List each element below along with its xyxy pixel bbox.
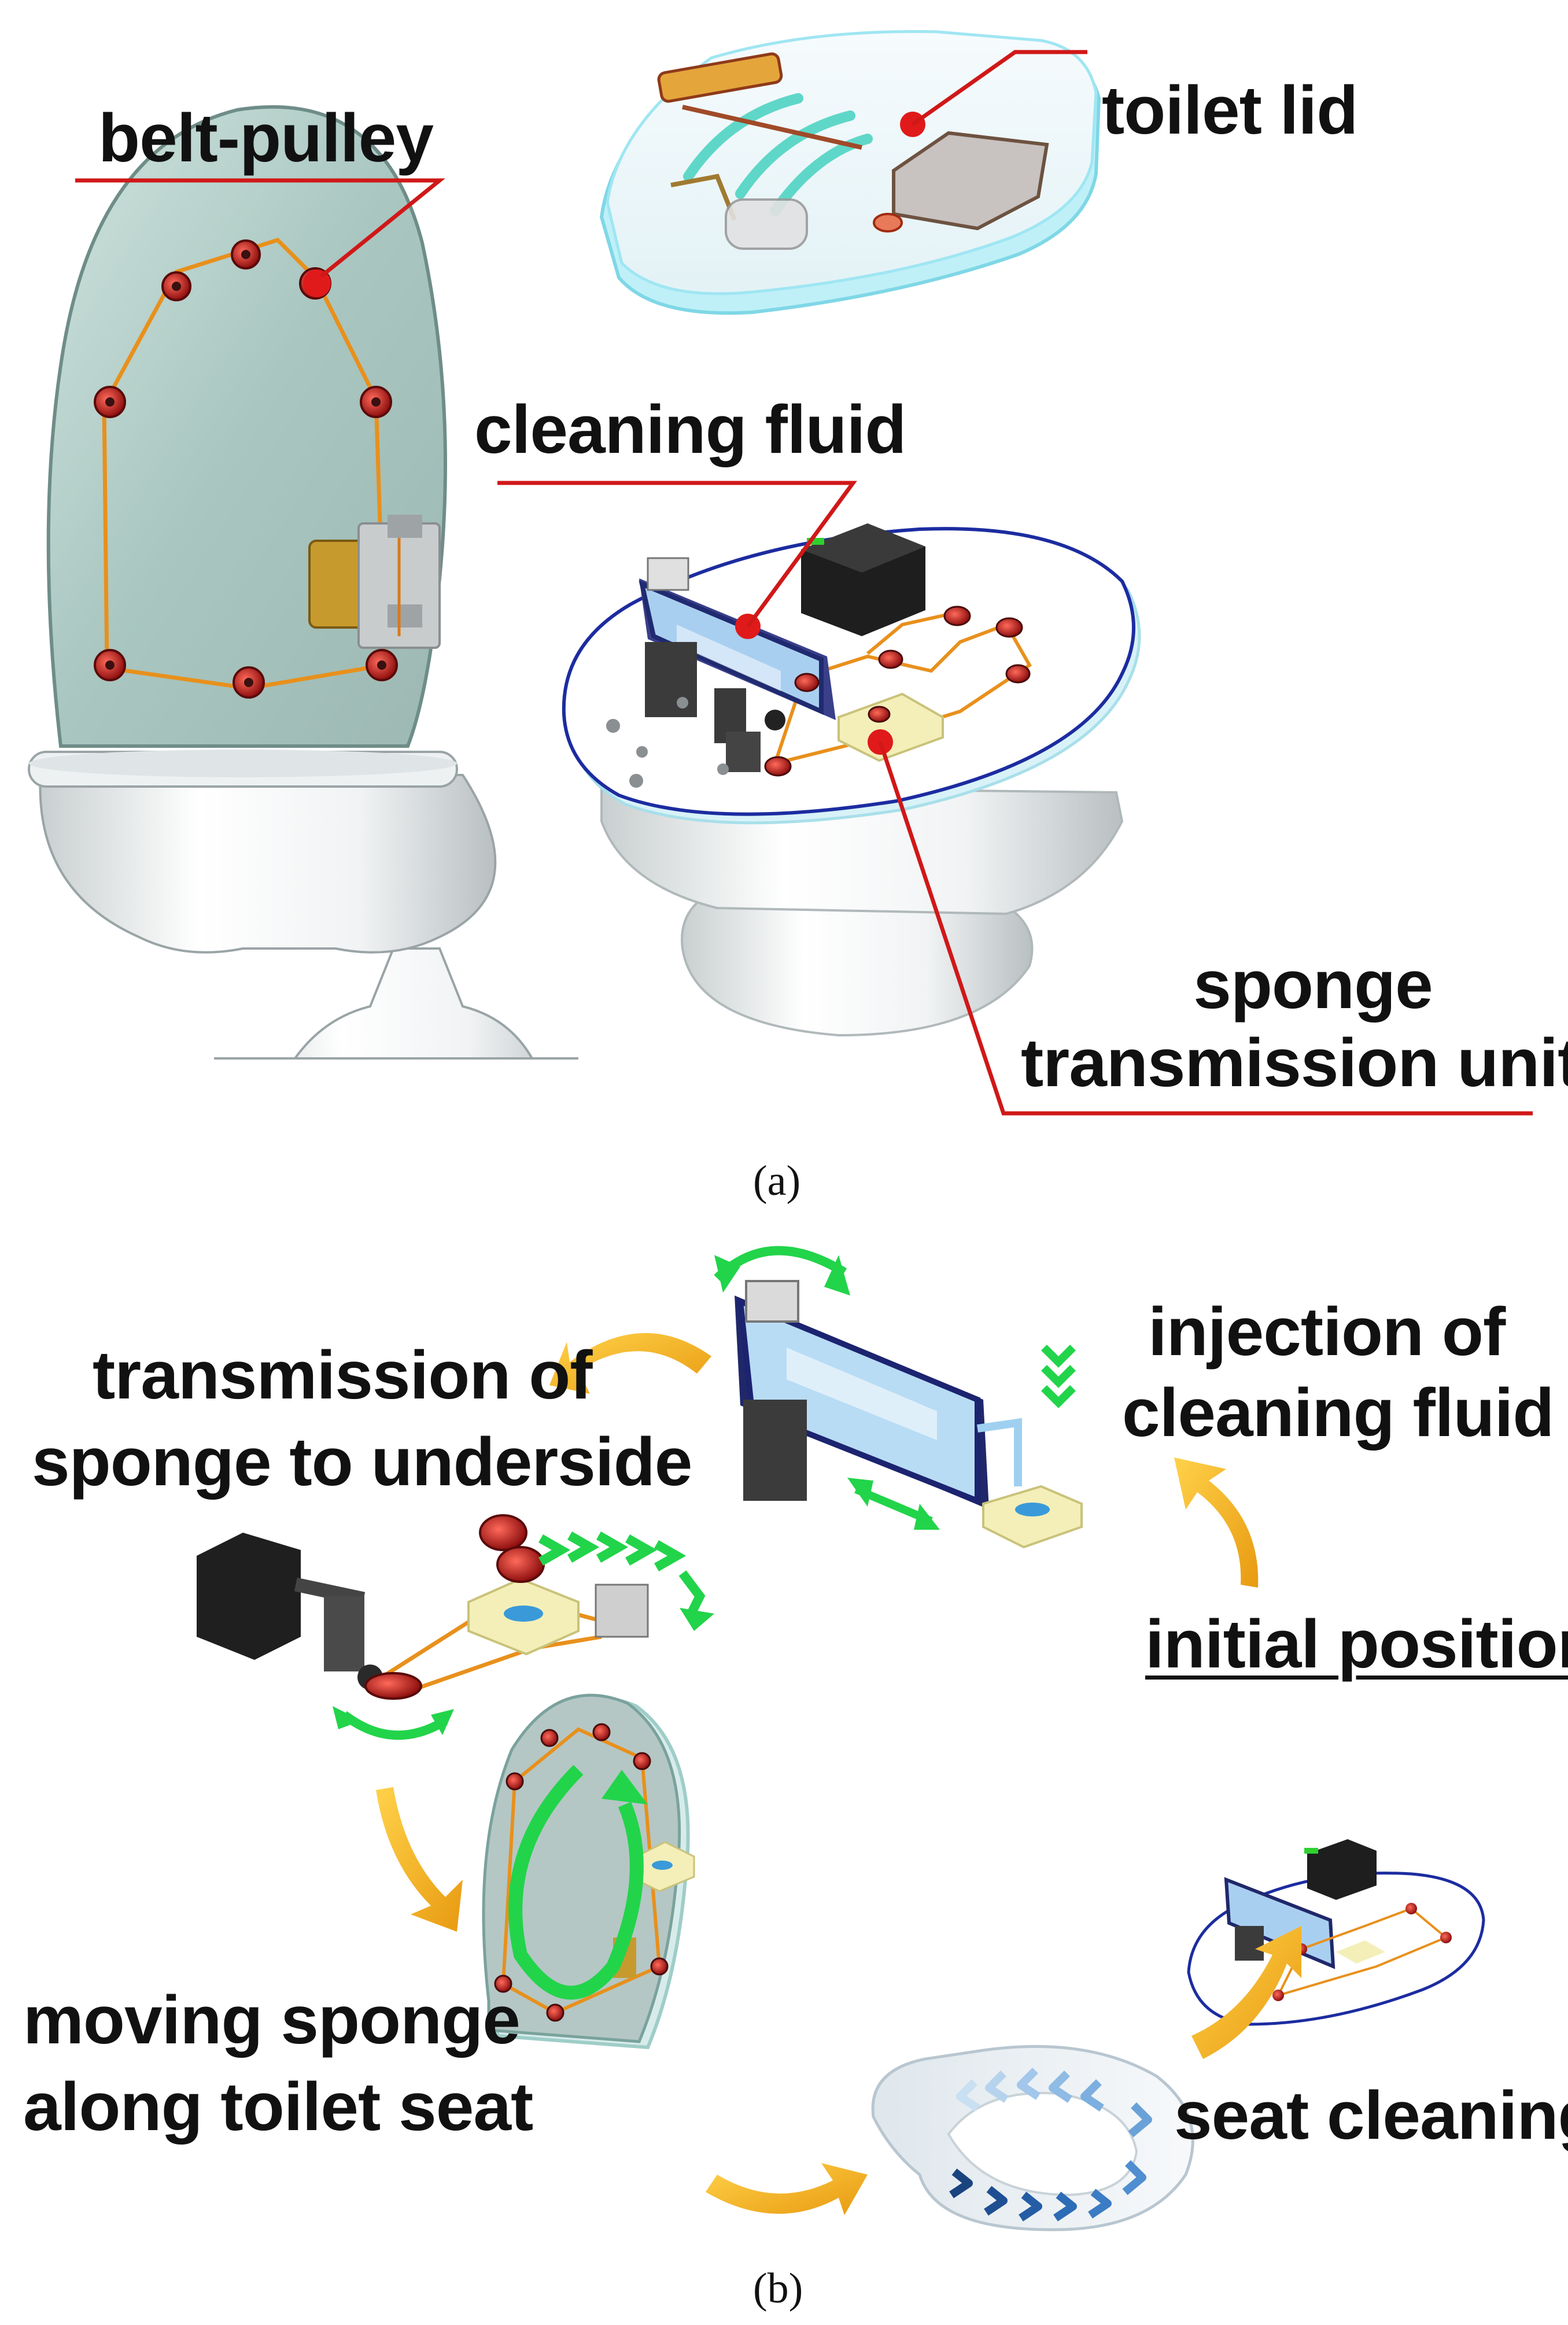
panel-a [28,30,1533,1116]
seat-sponge-moving [482,1693,695,2050]
panel-b [197,1246,1485,2231]
caption-a: (a) [753,1157,801,1205]
cleaning-fluid-leader [497,481,857,628]
rotate-arrow-bottom [341,1711,448,1740]
toilet-isometric-view [562,523,1141,1037]
belt-pulley-leader [75,178,445,278]
belt-pulley-label: belt-pulley [98,100,434,176]
cartridge-illustration [735,1280,1083,1549]
initial-position-illustration [1187,1839,1485,2026]
sponge-label-line2: transmission unit [1021,1025,1568,1101]
moving-sponge-label-line2: along toilet seat [23,2069,533,2145]
down-chevrons [1041,1345,1076,1408]
toilet-lid-label: toilet lid [1102,72,1358,149]
seat-cleaning-label: seat cleaning [1174,2077,1568,2154]
sponge-carriage [308,515,441,649]
seat-cleaning-ring [871,2044,1194,2231]
sponge-label-line1: sponge [1193,947,1433,1023]
toilet-lid-illustration [599,30,1101,315]
injection-label-line1: injection of [1148,1294,1506,1370]
rotate-arrow [714,1246,847,1282]
loop-arrow [508,1765,644,2000]
initial-position-label: initial position [1145,1606,1568,1682]
injection-label-line2: cleaning fluid [1122,1375,1554,1451]
toilet-lid-leader [911,50,1087,126]
caption-b: (b) [753,2265,803,2312]
cleaning-fluid-label: cleaning fluid [474,392,906,468]
cleaning-fluid-cartridge [639,557,836,743]
chevron-arrow-right [538,1531,687,1571]
sponge-unit-leader [878,741,1533,1116]
process-cycle-arrows [376,1333,1301,2215]
transmission-label-line2: sponge to underside [32,1424,692,1500]
transmission-mechanism [197,1514,649,1700]
transmission-label-line1: transmission of [93,1337,593,1414]
toilet-front-view [28,105,578,1060]
moving-sponge-label-line1: moving sponge [23,1982,521,2058]
